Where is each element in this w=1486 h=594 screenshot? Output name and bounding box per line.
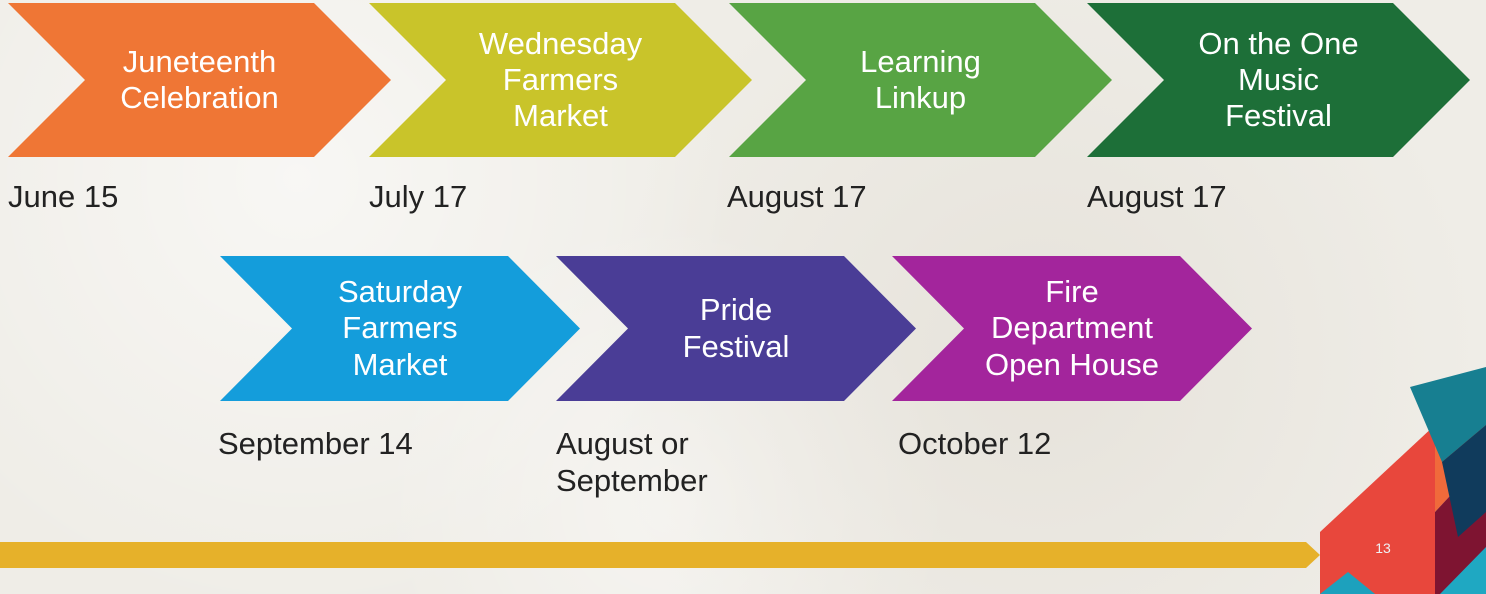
event-chevron-pride-festival: Pride Festival [556, 256, 916, 401]
chevron-fill [729, 3, 1112, 157]
event-date: August 17 [1087, 179, 1227, 214]
corner-decoration [1320, 367, 1486, 594]
chevron-fill [556, 256, 916, 401]
chevron-arrow-shape [729, 3, 1112, 157]
event-title: On the One Music Festival [1198, 25, 1359, 134]
chevron-arrow-shape [1087, 3, 1470, 157]
chevron-fill [220, 256, 580, 401]
event-date: September 14 [218, 426, 413, 461]
event-chevron-fire-department-open-house: Fire Department Open House [892, 256, 1252, 401]
event-date: August 17 [727, 179, 867, 214]
corner-bottom-teal-shape [1440, 547, 1486, 594]
event-chevron-on-the-one-music-festival: On the One Music Festival [1087, 3, 1470, 157]
footer-banner-fill [0, 542, 1320, 568]
corner-bottom-left-shape [1320, 572, 1375, 594]
corner-navy-shape [1442, 425, 1486, 537]
event-chevron-saturday-farmers-market: Saturday Farmers Market [220, 256, 580, 401]
event-chevron-wednesday-farmers-market: Wednesday Farmers Market [369, 3, 752, 157]
corner-red-shape [1320, 425, 1435, 594]
chevron-arrow-shape [556, 256, 916, 401]
event-date: July 17 [369, 179, 468, 214]
slide-number: 13 [1375, 540, 1391, 556]
chevron-fill [892, 256, 1252, 401]
event-title: Wednesday Farmers Market [478, 25, 643, 134]
chevron-fill [8, 3, 391, 157]
chevron-arrow-shape [8, 3, 391, 157]
chevron-arrow-shape [369, 3, 752, 157]
event-date: October 12 [898, 426, 1052, 461]
event-title: Learning Linkup [860, 43, 981, 115]
chevron-arrow-shape [220, 256, 580, 401]
chevron-arrow-shape [892, 256, 1252, 401]
event-title: Pride Festival [682, 292, 790, 364]
footer-banner [0, 542, 1320, 568]
corner-teal-shape [1410, 367, 1486, 462]
event-title: Saturday Farmers Market [337, 274, 463, 382]
event-date: June 15 [8, 179, 119, 214]
event-chevron-learning-linkup: Learning Linkup [729, 3, 1112, 157]
event-date: August or September [556, 426, 708, 499]
event-title: Juneteenth Celebration [120, 43, 279, 115]
event-title: Fire Department Open House [984, 274, 1160, 382]
chevron-fill [369, 3, 752, 157]
chevron-fill [1087, 3, 1470, 157]
event-chevron-juneteenth: Juneteenth Celebration [8, 3, 391, 157]
